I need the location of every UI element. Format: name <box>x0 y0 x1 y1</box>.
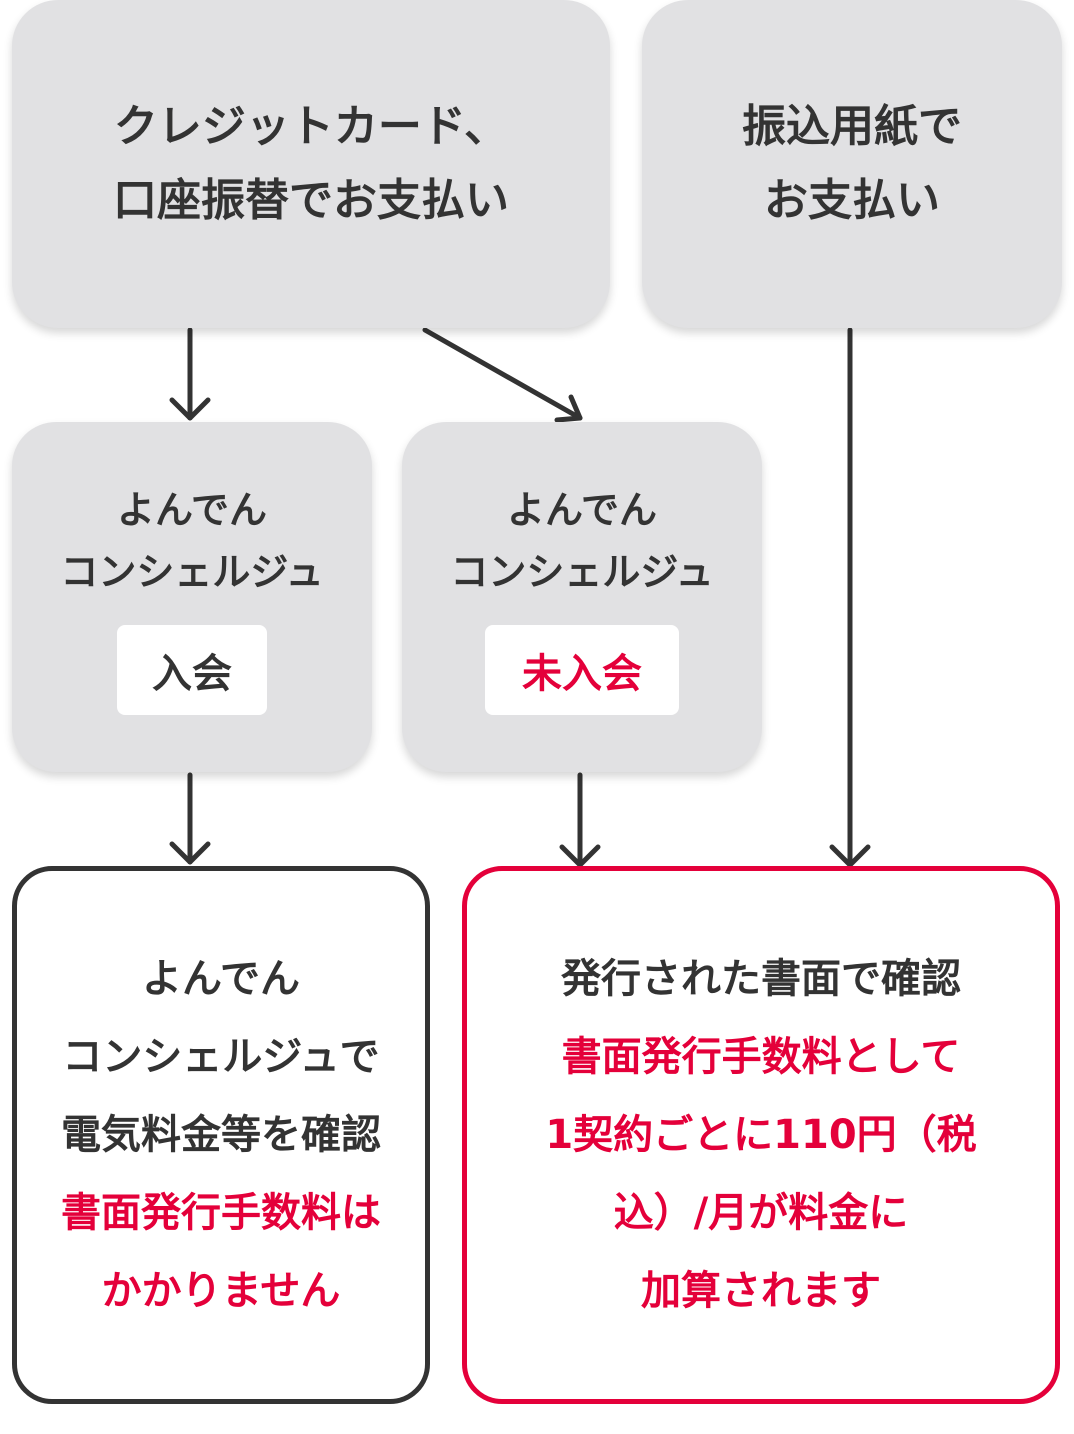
concierge-non-member-box: よんでん コンシェルジュ 未入会 <box>402 422 762 772</box>
result-member-black-line-3: 電気料金等を確認 <box>61 1112 381 1158</box>
payment-slip-line-2: お支払い <box>764 175 940 226</box>
arrow-non-member-to-result <box>559 772 601 868</box>
arrow-member-to-result <box>169 772 211 865</box>
concierge-member-box: よんでん コンシェルジュ 入会 <box>12 422 372 772</box>
non-member-line-2: コンシェルジュ <box>450 550 714 594</box>
result-fee-red-line-3: 込）/月が料金に <box>613 1190 909 1236</box>
card-transfer-payment-box: クレジットカード、 口座振替でお支払い <box>12 0 610 328</box>
card-transfer-line-2: 口座振替でお支払い <box>113 175 509 226</box>
arrow-card-to-non-member <box>422 327 583 423</box>
arrow-slip-to-result <box>829 327 871 868</box>
member-badge: 入会 <box>117 625 267 715</box>
result-fee-box: 発行された書面で確認 書面発行手数料として 1契約ごとに110円（税 込）/月が… <box>462 866 1060 1404</box>
non-member-badge: 未入会 <box>485 625 679 715</box>
member-line-2: コンシェルジュ <box>60 550 324 594</box>
member-line-1: よんでん <box>116 488 268 532</box>
result-fee-red-line-4: 加算されます <box>640 1268 881 1314</box>
result-fee-black-line-1: 発行された書面で確認 <box>560 956 961 1002</box>
payment-slip-line-1: 振込用紙で <box>742 101 962 152</box>
non-member-line-1: よんでん <box>506 488 658 532</box>
result-member-red-line-1: 書面発行手数料は <box>61 1190 381 1236</box>
arrow-card-to-member <box>169 327 211 421</box>
card-transfer-line-1: クレジットカード、 <box>113 101 509 152</box>
result-fee-red-line-1: 書面発行手数料として <box>561 1034 961 1080</box>
result-fee-red-line-2: 1契約ごとに110円（税 <box>545 1112 977 1158</box>
result-member-black-line-2: コンシェルジュで <box>62 1034 380 1080</box>
result-member-box: よんでん コンシェルジュで 電気料金等を確認 書面発行手数料は かかりません <box>12 866 430 1404</box>
result-member-red-line-2: かかりません <box>101 1268 341 1314</box>
result-member-black-line-1: よんでん <box>142 956 300 1002</box>
payment-slip-box: 振込用紙で お支払い <box>642 0 1062 328</box>
